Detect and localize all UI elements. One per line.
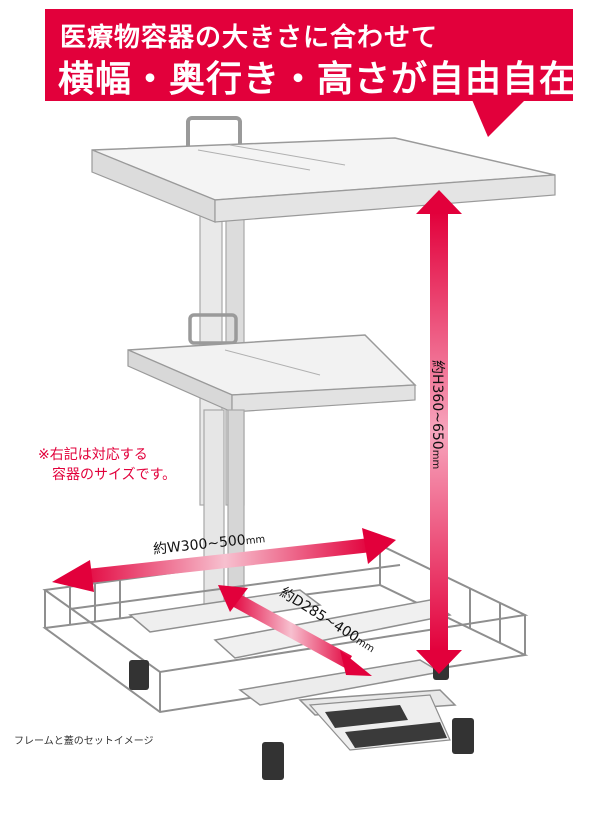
middle-tray	[127, 313, 417, 413]
depth-arrow	[218, 585, 372, 676]
width-unit: mm	[245, 534, 266, 548]
height-dimension-label: 約H360~650mm	[428, 360, 448, 469]
banner-pointer	[470, 95, 530, 137]
height-unit: mm	[430, 449, 441, 470]
caster-feet	[129, 660, 474, 780]
size-note-line-1: ※右記は対応する	[38, 447, 148, 463]
headline-banner	[45, 9, 573, 101]
foot-pedal	[308, 694, 451, 751]
height-arrow	[416, 190, 462, 674]
height-value: 約H360~650	[429, 360, 445, 450]
size-note: ※右記は対応する 容器のサイズです。	[38, 445, 176, 485]
headline-line-1: 医療物容器の大きさに合わせて	[60, 23, 439, 53]
size-note-line-2: 容器のサイズです。	[52, 467, 177, 483]
width-arrow	[52, 528, 396, 592]
image-caption: フレームと蓋のセットイメージ	[14, 736, 154, 747]
top-tray	[91, 116, 556, 223]
headline-line-2: 横幅・奥行き・高さが自由自在!	[58, 59, 593, 100]
lower-pole	[203, 409, 245, 611]
